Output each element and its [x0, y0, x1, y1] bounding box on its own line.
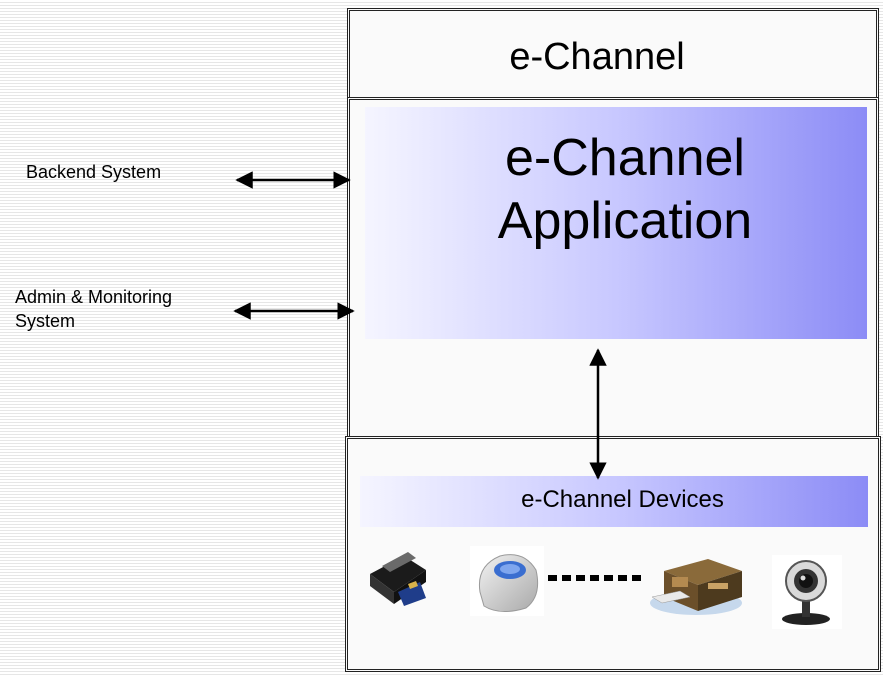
application-title-line-2: Application — [497, 192, 753, 250]
backend-system-label: Backend System — [26, 162, 162, 182]
top-title: e-Channel — [509, 36, 685, 78]
card-reader-icon — [650, 559, 742, 615]
ellipsis-connector — [548, 575, 643, 581]
webcam-icon — [772, 555, 842, 629]
devices-label: e-Channel Devices — [521, 486, 724, 513]
admin-monitoring-label: Admin & Monitoring System — [15, 285, 172, 333]
devices-bar: e-Channel Devices — [360, 476, 868, 527]
admin-monitoring-label-line-2: System — [15, 311, 76, 331]
passbook-printer-icon — [370, 552, 426, 606]
application-box: e-Channel Application — [365, 107, 867, 339]
application-title: e-Channel Application — [365, 127, 883, 253]
admin-monitoring-label-line-1: Admin & Monitoring — [15, 287, 173, 307]
fingerprint-scanner-icon — [470, 546, 544, 616]
application-title-line-1: e-Channel — [505, 129, 745, 187]
top-frame — [347, 8, 879, 103]
bottom-frame — [345, 436, 881, 672]
